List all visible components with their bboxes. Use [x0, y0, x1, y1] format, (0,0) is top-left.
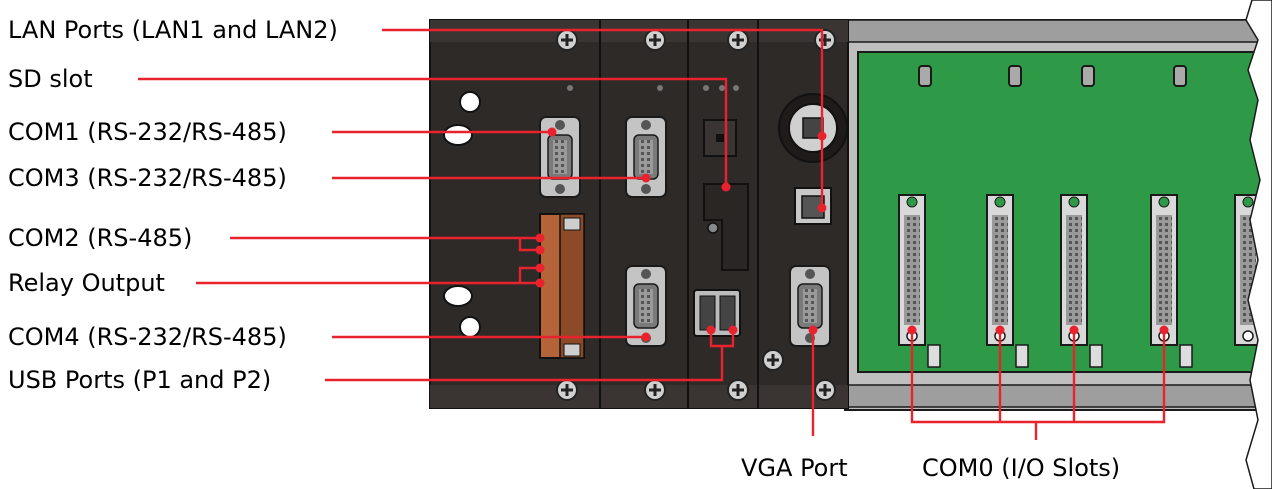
label-com4: COM4 (RS-232/RS-485) [8, 323, 287, 351]
label-com0: COM0 (I/O Slots) [922, 454, 1120, 482]
label-com3: COM3 (RS-232/RS-485) [8, 164, 287, 192]
label-lan-ports: LAN Ports (LAN1 and LAN2) [8, 16, 338, 44]
com3-connector [625, 116, 667, 198]
label-usb-ports: USB Ports (P1 and P2) [8, 366, 271, 394]
io-slot-1 [898, 194, 926, 346]
io-slot-3 [1060, 194, 1088, 346]
callout-lines [138, 28, 1169, 440]
terminal-block [539, 213, 585, 359]
com1-connector [539, 116, 581, 198]
io-slot-2 [986, 194, 1014, 346]
io-backplane [844, 0, 1272, 489]
labels: LAN Ports (LAN1 and LAN2) SD slot COM1 (… [8, 16, 1120, 482]
vga-connector [789, 265, 831, 347]
lan-ports [778, 93, 848, 225]
label-relay-output: Relay Output [8, 269, 165, 297]
sd-slot [703, 119, 749, 271]
label-sd-slot: SD slot [8, 65, 93, 93]
front-panel [429, 19, 849, 409]
label-com1: COM1 (RS-232/RS-485) [8, 118, 287, 146]
io-slot-4 [1150, 194, 1178, 346]
label-com2: COM2 (RS-485) [8, 224, 192, 252]
label-vga-port: VGA Port [741, 454, 848, 482]
